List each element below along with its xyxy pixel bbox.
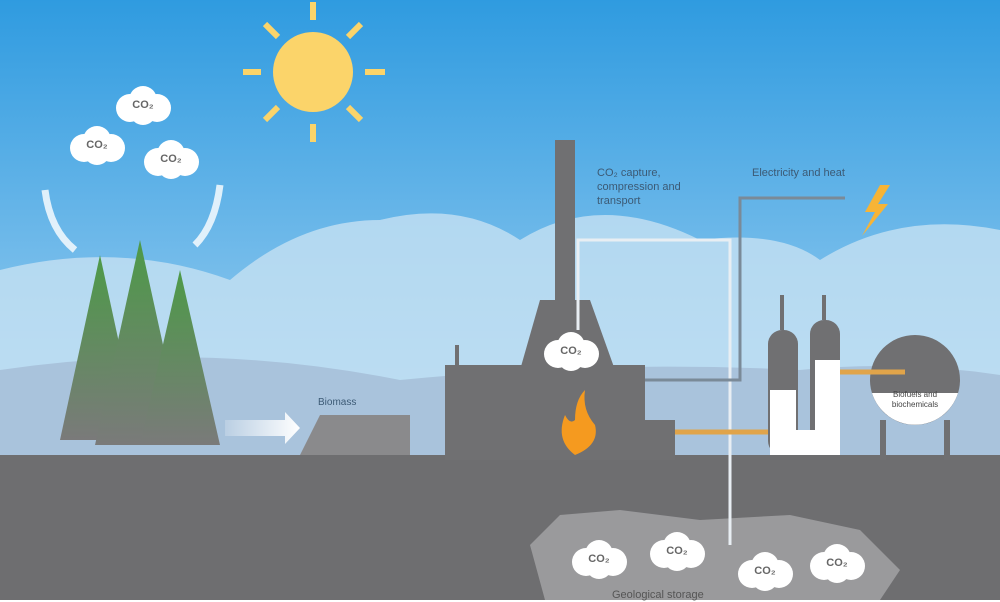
co2-label: CO₂ xyxy=(588,553,610,565)
arrow-right-curve xyxy=(192,184,224,248)
co2-label: CO₂ xyxy=(826,557,848,569)
co2-label: CO₂ xyxy=(160,153,182,165)
co2-cloud: CO₂ xyxy=(734,550,796,592)
storage-label: Geological storage xyxy=(612,589,704,601)
co2-cloud: CO₂ xyxy=(540,330,602,372)
co2-cloud: CO₂ xyxy=(646,530,708,572)
lightning-icon xyxy=(862,185,890,236)
co2-cloud: CO₂ xyxy=(806,542,868,584)
biorefinery xyxy=(768,295,960,460)
co2-label: CO₂ xyxy=(666,545,688,557)
co2-cloud: CO₂ xyxy=(66,124,128,166)
sun-icon xyxy=(243,2,385,142)
biomass-pile xyxy=(300,415,410,455)
arrow-left-curve xyxy=(41,189,78,253)
biofuels-label: Biofuels and biochemicals xyxy=(891,390,939,409)
electricity-line xyxy=(645,196,845,382)
co2-label: CO₂ xyxy=(86,139,108,151)
co2-label: CO₂ xyxy=(560,345,582,357)
biomass-label: Biomass xyxy=(318,397,357,408)
clouds xyxy=(0,213,1000,380)
co2-cloud: CO₂ xyxy=(568,538,630,580)
flame-icon xyxy=(561,390,596,455)
trees xyxy=(60,240,220,445)
arrow-to-biomass xyxy=(225,412,300,444)
capture-label: CO₂ capture, compression and transport xyxy=(597,167,681,207)
co2-label: CO₂ xyxy=(754,565,776,577)
co2-cloud: CO₂ xyxy=(140,138,202,180)
co2-cloud: CO₂ xyxy=(112,84,174,126)
co2-pipeline xyxy=(576,238,732,545)
co2-label: CO₂ xyxy=(132,99,154,111)
geological-storage-area xyxy=(530,510,900,600)
electricity-label: Electricity and heat xyxy=(752,167,845,179)
